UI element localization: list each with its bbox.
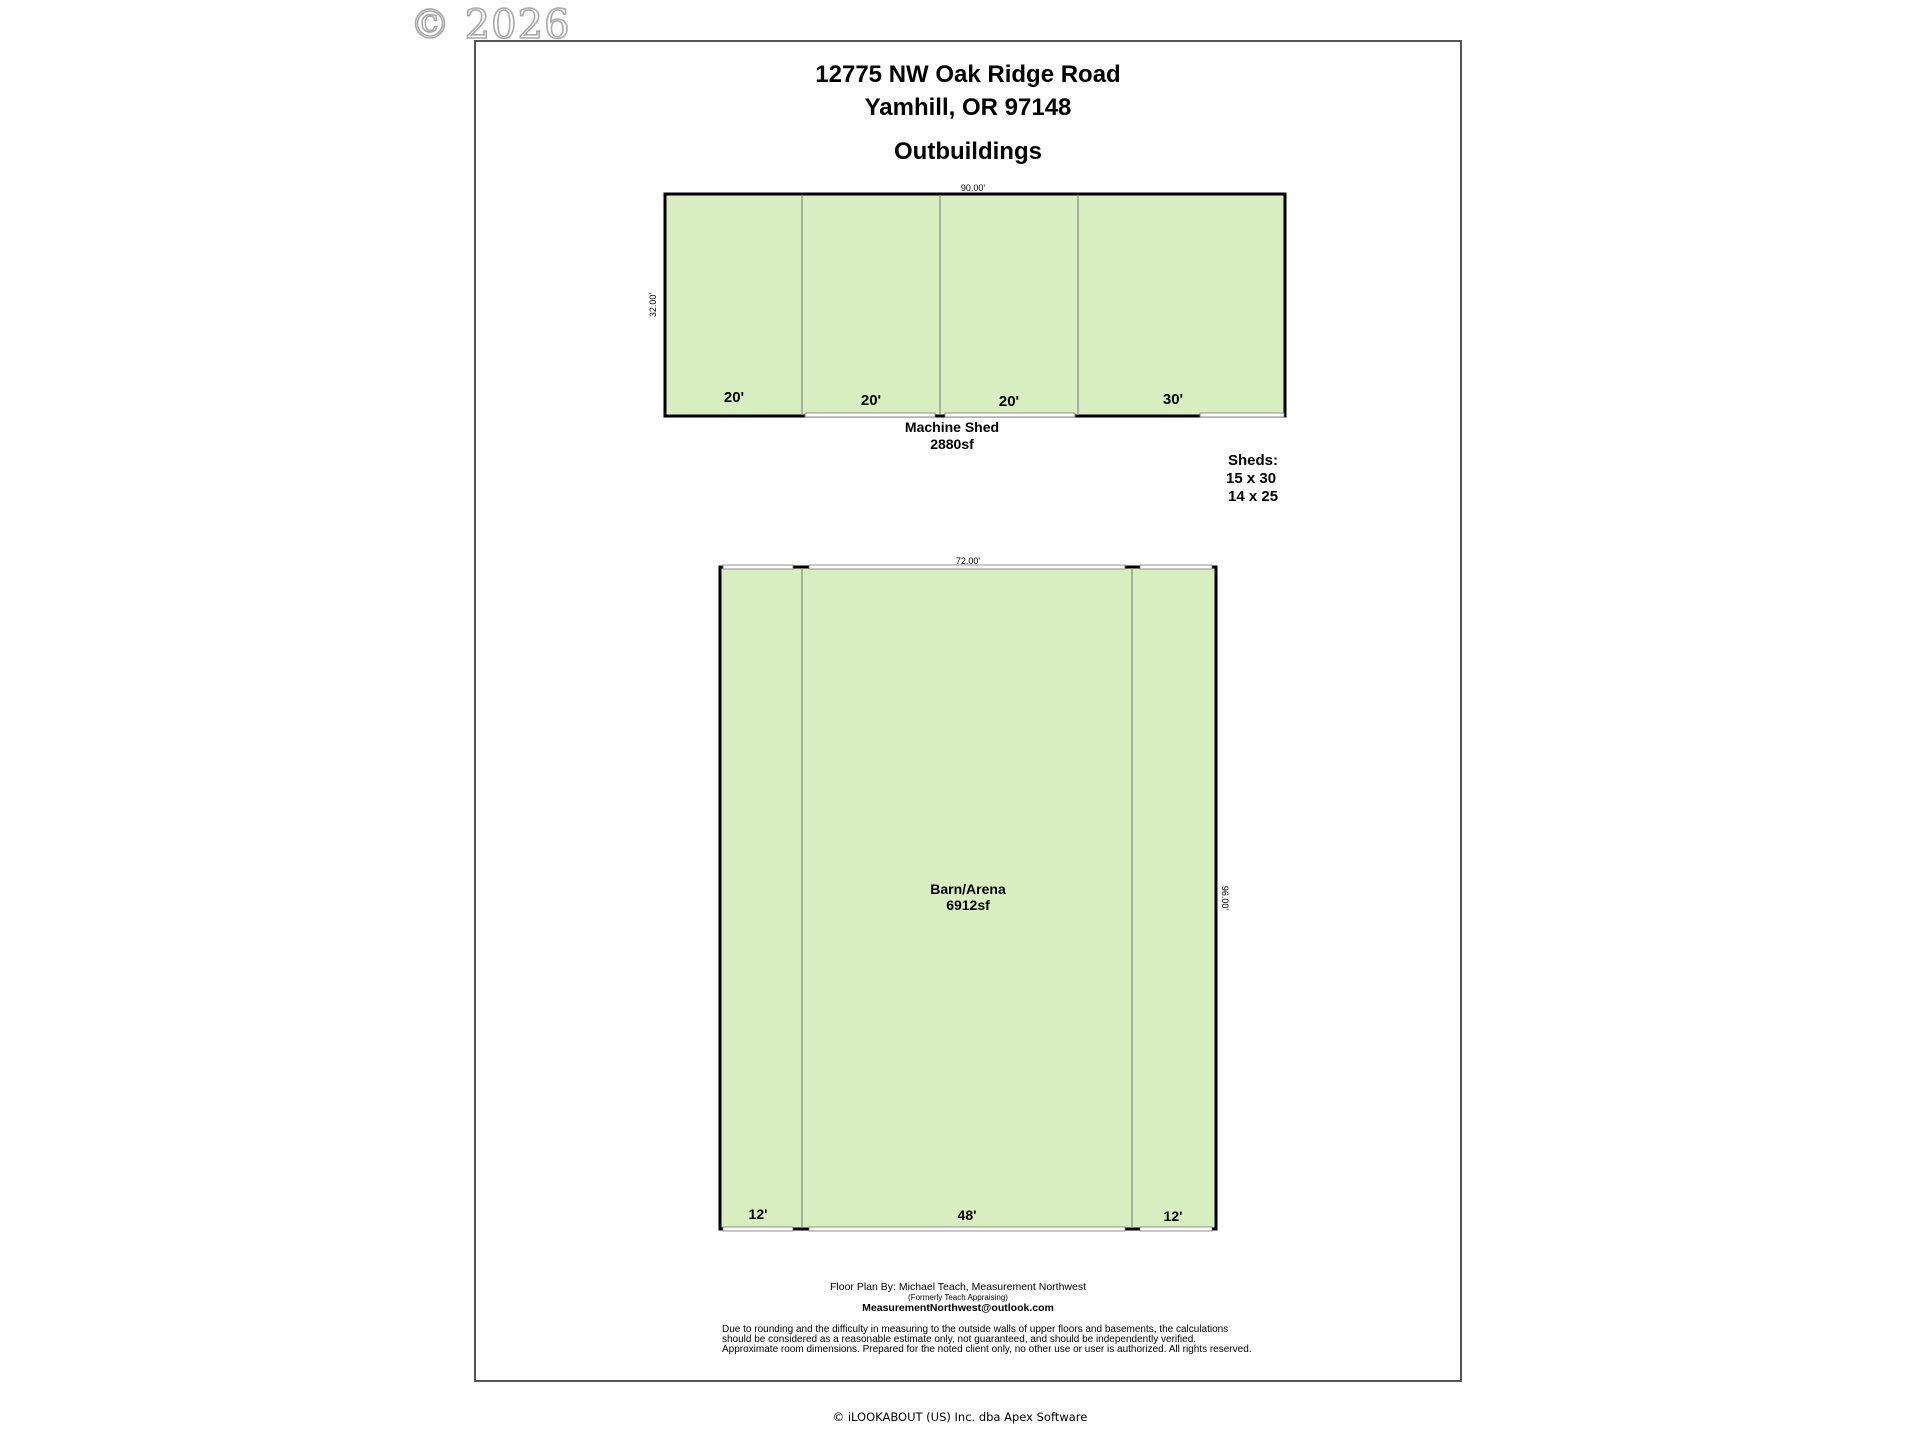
- barn-arena-section-label: 12': [749, 1206, 768, 1222]
- machine-shed-bay-label: 20': [999, 393, 1019, 410]
- machine-shed-outline: [663, 192, 1287, 418]
- barn-arena-door: [722, 1226, 794, 1232]
- address-line-1: 12775 NW Oak Ridge Road: [815, 61, 1121, 88]
- machine-shed-bay-label: 30': [1163, 391, 1183, 408]
- sheds-note-title: Sheds:: [1228, 452, 1279, 469]
- software-credit: © iLOOKABOUT (US) Inc. dba Apex Software: [832, 1410, 1088, 1424]
- machine-shed-area: 2880sf: [930, 436, 974, 452]
- barn-arena-door: [722, 564, 794, 570]
- machine-shed-door: [944, 412, 1076, 418]
- floor-plan-credit: Floor Plan By: Michael Teach, Measuremen…: [830, 1281, 1086, 1293]
- machine-shed-width-label: 90.00': [961, 183, 986, 193]
- formerly-credit: (Formerly Teach Appraising): [908, 1293, 1008, 1302]
- barn-arena-outline: [718, 565, 1218, 1231]
- barn-arena-depth-label: 96.00': [1220, 886, 1230, 911]
- barn-arena-area: 6912sf: [946, 897, 990, 913]
- contact-email: MeasurementNorthwest@outlook.com: [862, 1302, 1054, 1314]
- machine-shed-door: [804, 412, 936, 418]
- floor-plan-sheet: 12775 NW Oak Ridge Road Yamhill, OR 9714…: [474, 40, 1462, 1382]
- machine-shed: 90.00' 32.00' 20' 20' 20' 30' Machine Sh…: [648, 183, 1287, 452]
- credits: Floor Plan By: Michael Teach, Measuremen…: [466, 1281, 1450, 1314]
- floor-plan-drawing: 90.00' 32.00' 20' 20' 20' 30' Machine Sh…: [648, 183, 1287, 1232]
- barn-arena-door: [1139, 1226, 1213, 1232]
- barn-arena: 72.00' 96.00' 12' 48' 12' Barn/Arena 691…: [718, 556, 1230, 1232]
- sheds-note-line: 14 x 25: [1228, 488, 1279, 505]
- sheds-note-line: 15 x 30: [1226, 470, 1277, 487]
- barn-arena-section-label: 12': [1164, 1208, 1183, 1224]
- barn-arena-door: [808, 564, 1126, 570]
- machine-shed-bay-label: 20': [861, 392, 881, 409]
- barn-arena-width-label: 72.00': [956, 556, 981, 566]
- disclaimer-text: Due to rounding and the difficulty in me…: [722, 1324, 1252, 1355]
- machine-shed-bay-label: 20': [724, 389, 744, 406]
- address-line-2: Yamhill, OR 97148: [864, 94, 1072, 121]
- sheds-note: Sheds: 15 x 30 14 x 25: [1226, 452, 1278, 506]
- section-title: Outbuildings: [894, 138, 1042, 165]
- barn-arena-door: [808, 1226, 1126, 1232]
- machine-shed-depth-label: 32.00': [648, 293, 658, 318]
- barn-arena-section-label: 48': [958, 1207, 977, 1223]
- machine-shed-name: Machine Shed: [905, 419, 999, 435]
- barn-arena-name: Barn/Arena: [930, 881, 1006, 897]
- barn-arena-door: [1139, 564, 1213, 570]
- machine-shed-door: [1199, 412, 1285, 418]
